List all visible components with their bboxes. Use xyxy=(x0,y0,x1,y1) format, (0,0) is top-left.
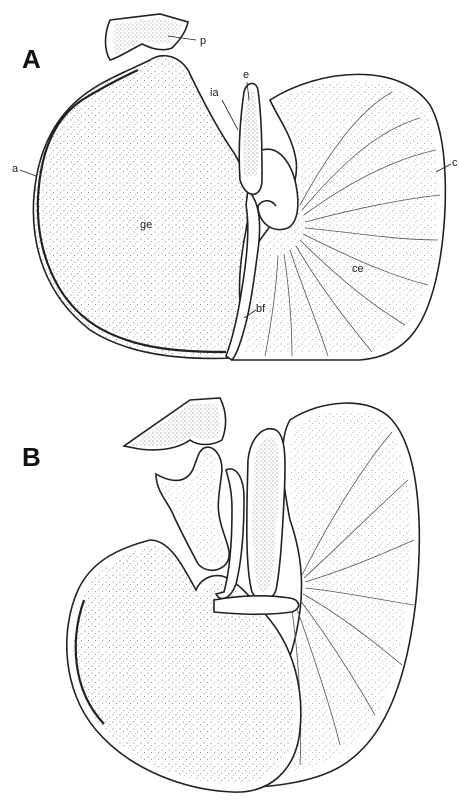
label-bf: bf xyxy=(256,303,266,315)
boundary-fold-b xyxy=(214,596,299,614)
panel-letter-a: A xyxy=(22,44,41,74)
leader-a xyxy=(20,170,36,176)
label-e: e xyxy=(243,69,249,81)
duodenum-loop-a xyxy=(258,149,298,229)
oesophagus-a xyxy=(239,83,262,194)
label-ia: ia xyxy=(210,87,219,99)
oesophagus-b xyxy=(247,429,285,600)
label-p: p xyxy=(200,35,206,47)
label-ce: ce xyxy=(352,263,364,275)
leader-ia xyxy=(222,100,238,130)
panel-a: A xyxy=(12,14,458,360)
panel-letter-b: B xyxy=(22,442,41,472)
label-ge: ge xyxy=(140,219,152,231)
panel-b: B xyxy=(22,398,419,792)
label-c: c xyxy=(452,157,458,169)
label-a: a xyxy=(12,163,19,175)
gastric-chamber-a xyxy=(33,56,248,359)
